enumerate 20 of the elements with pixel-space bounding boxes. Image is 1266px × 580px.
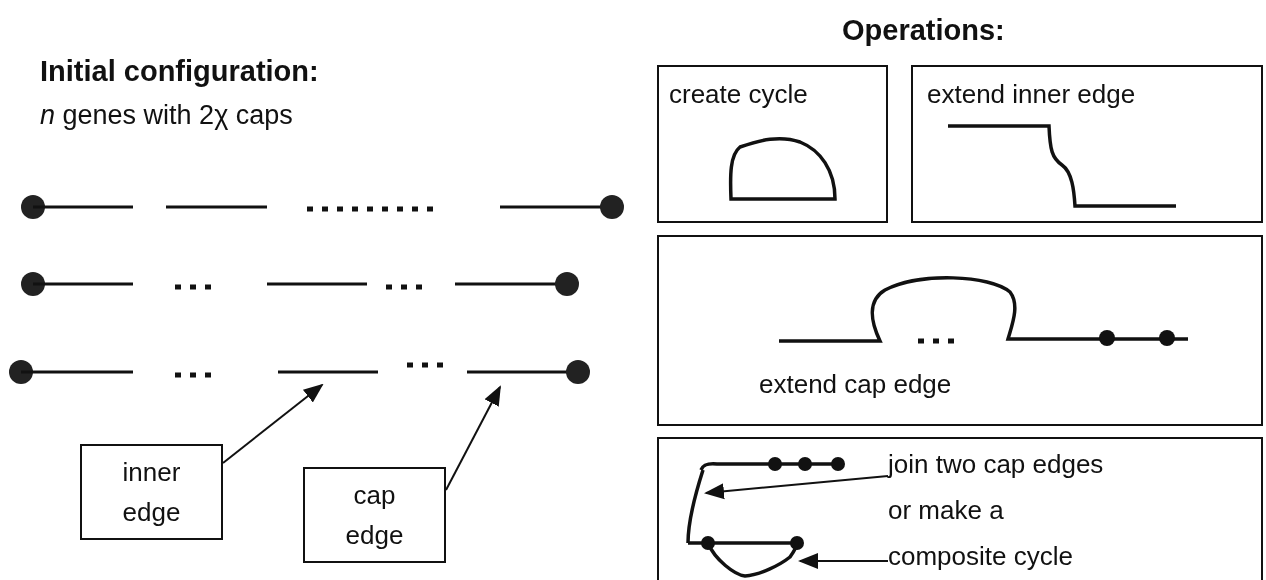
term-box <box>80 444 223 540</box>
operation-panel <box>657 437 1263 580</box>
term-box <box>303 467 446 563</box>
leader-arrow <box>222 383 324 464</box>
term-label: inner edge <box>121 456 182 529</box>
operation-panel <box>657 235 1263 426</box>
joined-edge-curve <box>686 468 706 545</box>
operation-label: create cycle <box>669 78 809 111</box>
operation-panel <box>657 65 888 223</box>
operation-panel <box>911 65 1263 223</box>
operation-label: extend inner edge <box>927 78 1137 111</box>
leader-arrow <box>798 553 889 569</box>
section-heading: Operations: <box>842 14 1005 48</box>
leader-arrow <box>445 385 501 491</box>
term-label: cap edge <box>344 479 405 552</box>
description-text: n genes with 2χ caps <box>40 100 293 132</box>
section-heading: Initial configuration: <box>40 55 319 89</box>
operation-label: join two cap edges or make a composite cycle <box>888 441 1113 579</box>
leader-arrow <box>704 475 889 500</box>
operation-label: extend cap edge <box>759 368 953 401</box>
